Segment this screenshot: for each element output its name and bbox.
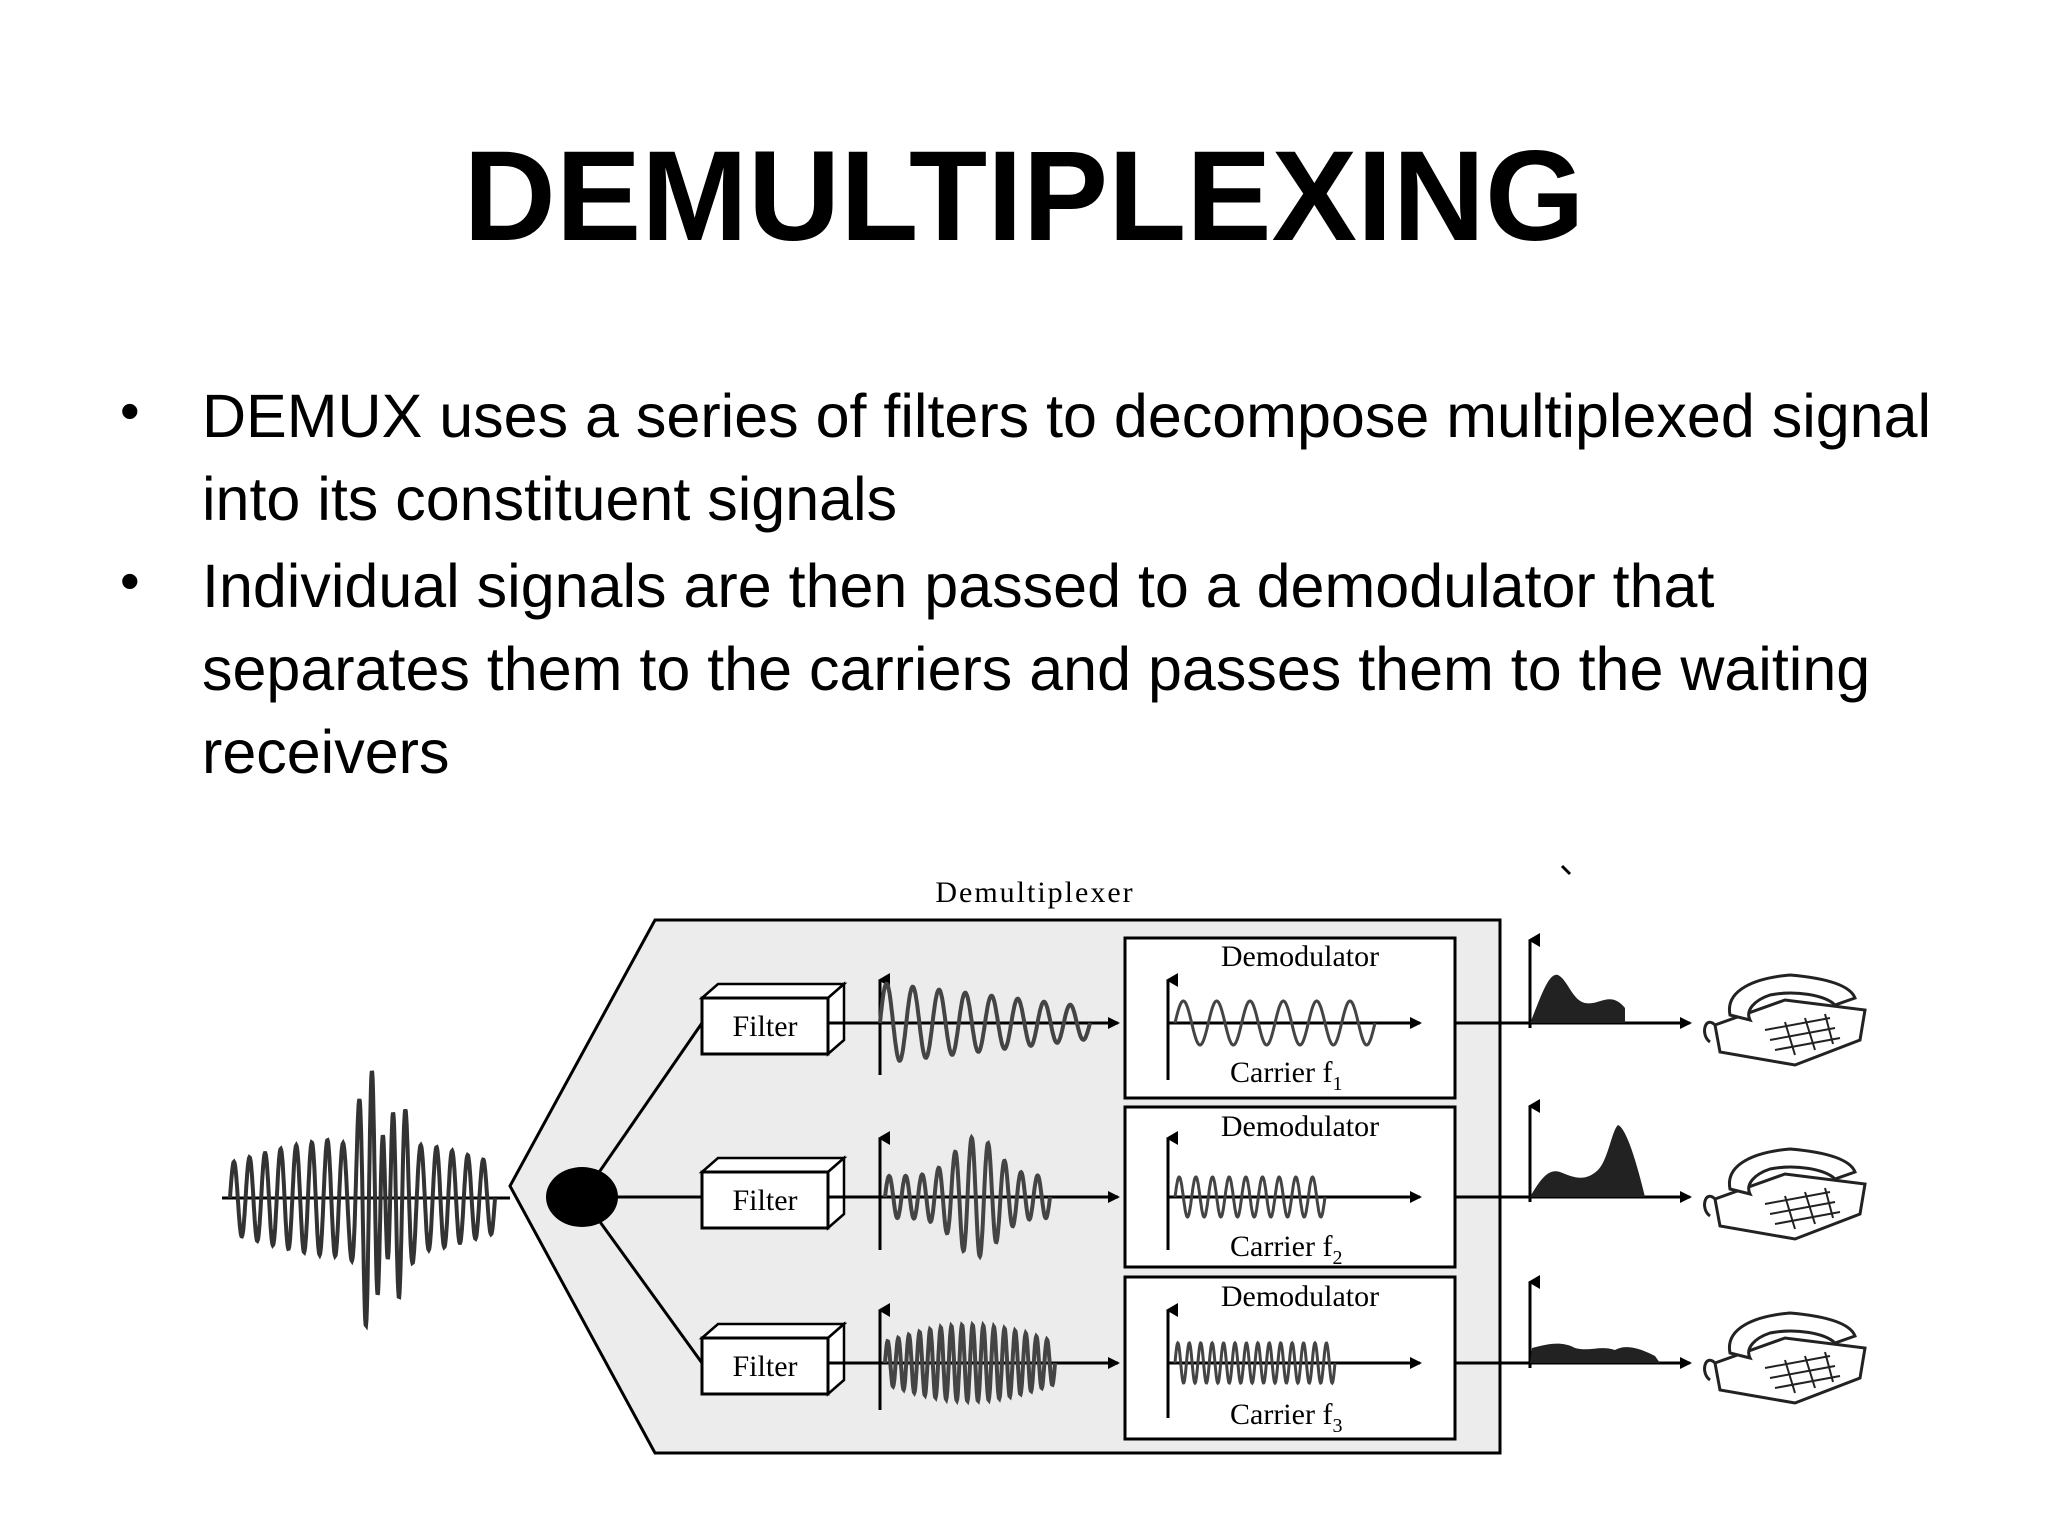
carrier-label: Carrier f2 (1230, 1230, 1342, 1269)
bullet-dot: • (120, 379, 140, 442)
filter-label: Filter (733, 1350, 798, 1383)
telephone-icon (1703, 1311, 1867, 1405)
waveform (883, 1320, 1057, 1406)
composite-waveform (228, 1070, 497, 1331)
waveform (883, 1133, 1052, 1261)
bullet-text: Individual signals are then passed to a … (202, 552, 1871, 786)
bullet-item: • DEMUX uses a series of filters to deco… (110, 375, 1990, 541)
demodulator-label: Demodulator (1221, 1280, 1379, 1313)
demodulator-label: Demodulator (1221, 1110, 1379, 1143)
input-signal (222, 1070, 510, 1331)
carrier-label: Carrier f3 (1230, 1398, 1342, 1437)
output-signal (1530, 1343, 1660, 1363)
bullet-list: • DEMUX uses a series of filters to deco… (110, 375, 1990, 798)
channel-3: Filter Demodulator Carrier f3 (698, 1275, 1867, 1441)
filter-block: Filter (698, 981, 848, 1057)
branch-line (580, 1022, 704, 1198)
stray-mark (1560, 864, 1572, 876)
filter-block: Filter (698, 1155, 848, 1231)
carrier-label: Carrier f1 (1230, 1056, 1342, 1095)
bullet-text: DEMUX uses a series of filters to decomp… (202, 382, 1932, 533)
demultiplexer-label: Demultiplexer (935, 876, 1134, 909)
channel-2: Filter Demodulator Carrier f2 (698, 1099, 1867, 1269)
channel-1: Filter Demodulator Carrier f1 (698, 933, 1867, 1100)
bullet-item: • Individual signals are then passed to … (110, 545, 1990, 794)
slide-title: DEMULTIPLEXING (463, 125, 1585, 268)
bullet-dot: • (120, 549, 140, 612)
telephone-icon (1703, 973, 1867, 1067)
demodulator-box (1123, 1105, 1457, 1269)
waveform (1173, 1340, 1337, 1386)
filter-label: Filter (733, 1010, 798, 1043)
demodulator-label: Demodulator (1221, 940, 1379, 973)
waveform (1173, 1175, 1327, 1219)
waveform (878, 981, 1092, 1063)
waveform (1173, 999, 1377, 1047)
output-signal (1530, 974, 1625, 1023)
branch-line (580, 1196, 704, 1364)
filter-block: Filter (698, 1321, 848, 1397)
output-signal (1530, 1125, 1645, 1197)
filter-label: Filter (733, 1184, 798, 1217)
telephone-icon (1703, 1147, 1867, 1241)
